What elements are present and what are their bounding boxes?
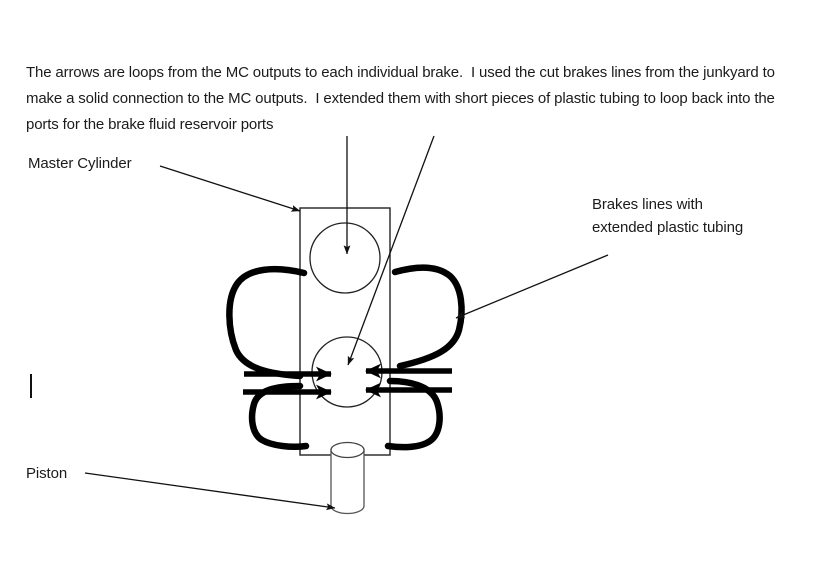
piston-cylinder — [330, 441, 365, 515]
callout-arrow-brakes-lines — [455, 254, 609, 319]
lower-right-brake-loop — [384, 377, 443, 451]
label-brakes-lines-line1: Brakes lines with — [592, 196, 703, 213]
upper-left-brake-loop — [226, 265, 308, 380]
callout-arrow-master-cylinder — [159, 165, 301, 212]
intro-paragraph: The arrows are loops from the MC outputs… — [26, 64, 779, 133]
lower-left-brake-loop — [248, 382, 310, 450]
label-brakes-lines-line2: extended plastic tubing — [592, 219, 744, 236]
callout-arrow-piston — [84, 472, 336, 511]
label-piston: Piston — [26, 465, 68, 482]
upper-right-brake-loop — [391, 264, 465, 370]
text-caret — [30, 374, 32, 398]
reservoir-port-top-circle — [309, 222, 381, 294]
label-master-cylinder: Master Cylinder — [28, 155, 132, 172]
callout-arrow-bottom-port — [347, 135, 435, 366]
